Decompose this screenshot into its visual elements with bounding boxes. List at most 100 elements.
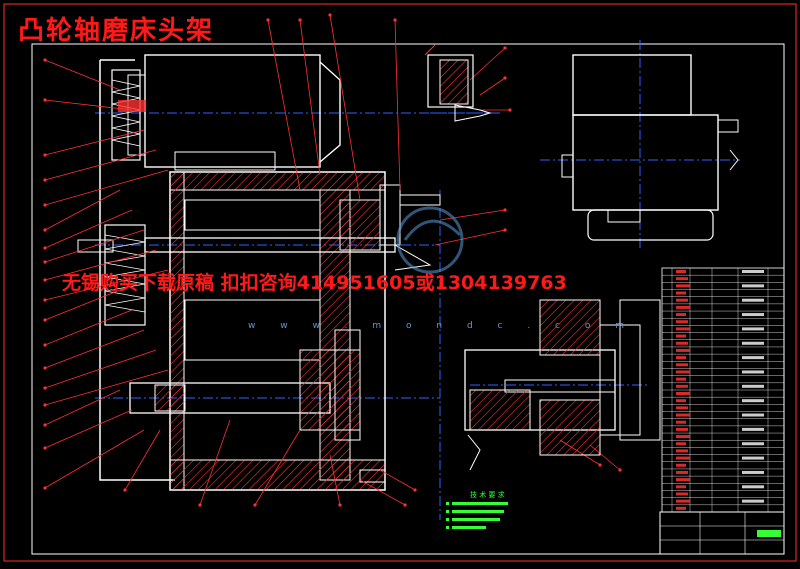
- table-cell-text: [676, 427, 688, 431]
- parts-table: [661, 267, 785, 513]
- balloon-dot: [43, 260, 47, 264]
- table-cell-text: [742, 456, 764, 460]
- leader-line: [44, 129, 145, 156]
- spindle-upper: [144, 184, 441, 271]
- balloon-dot: [43, 343, 47, 347]
- leader-line: [44, 229, 145, 263]
- balloon-dot: [503, 76, 507, 80]
- balloon-dot: [123, 488, 127, 492]
- balloon-dot: [43, 423, 47, 427]
- leader-line: [44, 189, 121, 231]
- table-cell-text: [742, 270, 764, 273]
- balloon-dot: [43, 153, 47, 157]
- note-bullet: [446, 510, 449, 513]
- leader-line: [199, 419, 231, 506]
- balloon-dot: [43, 98, 47, 102]
- note-line: [452, 526, 486, 529]
- balloon-dot: [503, 228, 507, 232]
- table-cell-text: [742, 499, 764, 503]
- leaders-right: [123, 13, 622, 507]
- table-cell-text: [676, 456, 690, 460]
- table-cell-text: [676, 305, 690, 309]
- table-cell-text: [742, 327, 764, 331]
- table-cell-text: [676, 284, 690, 288]
- table-cell-text: [676, 320, 688, 324]
- side-view: [561, 54, 739, 241]
- note-line: [452, 510, 504, 513]
- note-bullet: [446, 518, 449, 521]
- table-cell-text: [676, 392, 690, 395]
- table-cell-text: [676, 485, 686, 489]
- table-cell-text: [742, 370, 764, 374]
- leader-line: [379, 469, 416, 491]
- balloon-dot: [403, 503, 407, 507]
- drawing-title: 凸轮轴磨床头架: [18, 16, 215, 46]
- balloon-dot: [43, 403, 47, 407]
- balloon-dot: [503, 208, 507, 212]
- table-cell-text: [676, 463, 686, 467]
- table-cell-text: [676, 420, 686, 424]
- balloon-dot: [253, 503, 257, 507]
- pulley-upper: [111, 69, 146, 161]
- balloon-dot: [43, 58, 47, 62]
- leader-line: [44, 59, 121, 91]
- table-cell-text: [742, 442, 764, 446]
- table-cell-text: [676, 298, 688, 302]
- leader-line: [44, 349, 157, 389]
- ad-banner: 无锡购买下载原稿 扣扣咨询414951605或1304139763: [62, 272, 567, 294]
- balloon-dot: [508, 108, 512, 112]
- table-cell-text: [676, 313, 686, 317]
- table-cell-text: [742, 298, 764, 302]
- leader-line: [44, 329, 145, 369]
- watermark-text: w w w . m o n d c . c o m: [248, 321, 635, 331]
- note-bullet: [446, 526, 449, 529]
- balloon-dot: [298, 18, 302, 22]
- table-cell-text: [676, 334, 686, 338]
- leader-line: [469, 47, 506, 81]
- leader-line: [329, 454, 341, 506]
- table-cell-text: [742, 384, 764, 388]
- leader-line: [267, 19, 301, 191]
- table-cell-text: [676, 384, 688, 388]
- table-cell-text: [676, 363, 688, 367]
- note-line: [452, 502, 508, 505]
- table-cell-text: [742, 470, 764, 474]
- leader-line: [479, 77, 506, 96]
- balloon-dot: [43, 486, 47, 490]
- leader-line: [44, 429, 145, 489]
- leader-line: [44, 249, 157, 281]
- balloon-dot: [43, 178, 47, 182]
- table-cell-text: [676, 370, 690, 374]
- note-line: [452, 518, 500, 521]
- leaders-left: [43, 58, 169, 490]
- leader-line: [44, 409, 133, 449]
- table-cell-text: [676, 506, 686, 510]
- technical-notes: [446, 502, 508, 529]
- outer-border: [3, 3, 797, 562]
- table-cell-text: [676, 449, 688, 453]
- balloon-dot: [43, 278, 47, 282]
- leader-line: [44, 99, 133, 111]
- detail-view-top: [424, 44, 492, 122]
- table-cell-text: [676, 406, 688, 410]
- table-cell-text: [676, 470, 688, 474]
- table-cell-text: [742, 341, 764, 345]
- belt-guard: [99, 59, 175, 481]
- balloon-dot: [338, 503, 342, 507]
- table-cell-text: [742, 356, 764, 360]
- table-cell-text: [676, 492, 688, 496]
- table-cell-text: [676, 499, 690, 503]
- leader-line: [44, 309, 133, 346]
- balloon-dot: [43, 246, 47, 250]
- note-bullet: [446, 502, 449, 505]
- balloon-dot: [43, 318, 47, 322]
- table-cell-text: [742, 284, 764, 288]
- table-cell-text: [676, 348, 690, 352]
- table-cell-text: [676, 327, 690, 331]
- table-cell-text: [676, 270, 686, 273]
- notes-title: 技 术 要 求: [470, 491, 505, 499]
- balloon-dot: [43, 298, 47, 302]
- leader-line: [359, 479, 406, 506]
- leader-line: [44, 169, 169, 206]
- leader-line: [44, 369, 169, 406]
